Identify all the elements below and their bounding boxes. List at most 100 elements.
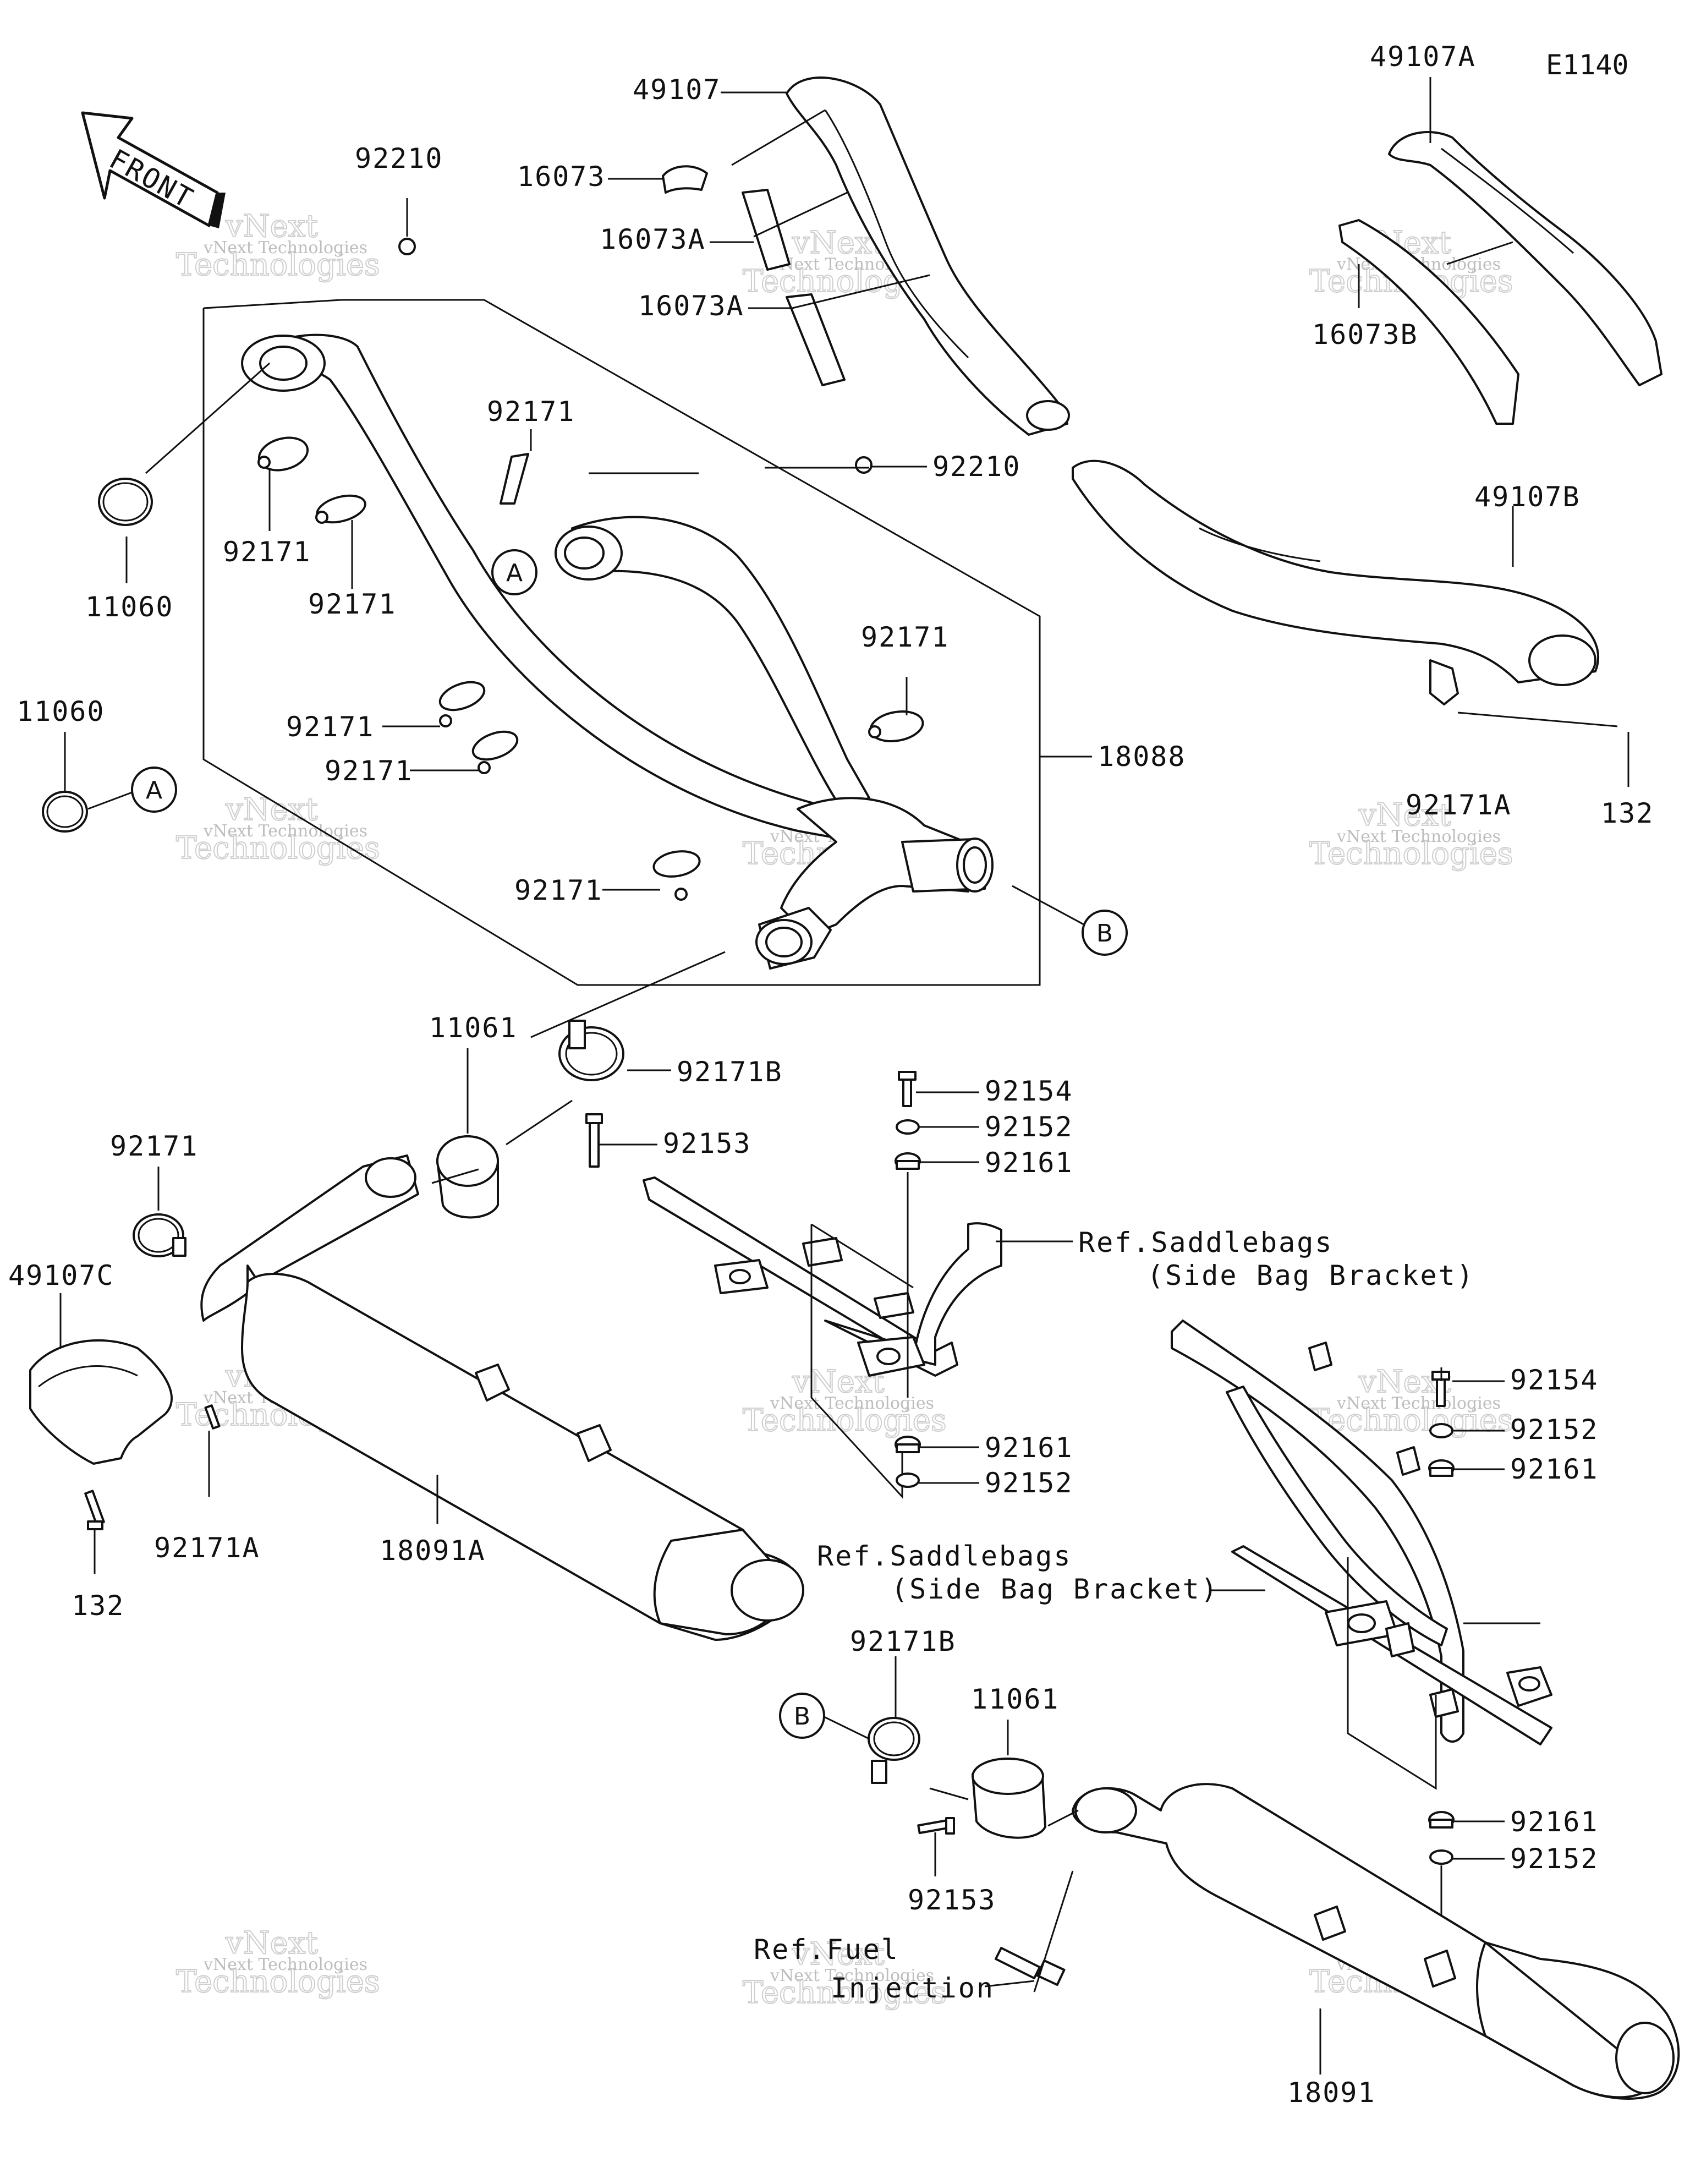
callout-b-1: B — [1082, 910, 1128, 956]
saddlebag-bracket-right — [1171, 1320, 1552, 1790]
part-label: 132 — [1601, 797, 1654, 829]
watermark-text-large: Technologies — [176, 1964, 380, 2000]
watermark-text-large: vNext — [792, 1936, 885, 1972]
watermark-text: vNext Technologies — [770, 1394, 934, 1413]
watermark-text-large: Technologies — [1309, 1403, 1513, 1438]
watermark-text-large: Technologies — [1309, 836, 1513, 872]
part-label: 92161 — [985, 1432, 1073, 1464]
o2-sensor — [995, 1947, 1066, 1986]
watermark-text-large: Technologies — [176, 830, 380, 866]
muffler-18091a — [200, 1154, 804, 1641]
part-label: 16073B — [1312, 319, 1418, 351]
ref-fuel-detail: Injection — [831, 1972, 995, 2004]
leader-lines — [59, 77, 1629, 2074]
watermarks: vNext Technologies vNext Technologies vN… — [175, 208, 1514, 2011]
part-label: 92171A — [1406, 789, 1512, 821]
header-flange-rear — [241, 335, 326, 392]
washer-92152-center-top — [896, 1119, 920, 1135]
part-label: 92171 — [286, 711, 375, 743]
part-label: 92171 — [487, 396, 575, 428]
washer-92152-right-bottom — [1429, 1849, 1453, 1865]
clamp-92171-icon — [438, 681, 486, 727]
heat-shield-strip-16073a-2 — [786, 293, 846, 386]
callout-a-2: A — [131, 767, 177, 813]
assembly-outline-18088 — [202, 299, 1041, 986]
watermark-text: vNext Technologies — [1336, 827, 1501, 846]
ref-saddlebags-1: Ref.Saddlebags — [1078, 1227, 1333, 1258]
part-label: 92171B — [850, 1625, 956, 1657]
front-arrow-icon: FRONT — [81, 111, 226, 228]
clamp-92171-icon — [315, 494, 366, 524]
watermark: vNext Technologies vNext Technologies — [1309, 797, 1514, 872]
part-label: 92161 — [1510, 1806, 1599, 1838]
heat-shield-49107b — [1072, 459, 1599, 705]
watermark: vNext Technologies vNext Technologies — [175, 1925, 381, 2000]
header-flange-front — [555, 526, 623, 581]
watermark: vNext Technologies vNext Technologies — [742, 1364, 947, 1439]
bolt-92153-lower — [917, 1817, 955, 1835]
clamp-92171-icon — [652, 850, 701, 901]
sleeve-11061-lower — [972, 1758, 1046, 1839]
washer-92152-center-bottom — [896, 1473, 920, 1488]
bolt-92154-center — [898, 1071, 917, 1107]
nut-92161-right-top — [1428, 1459, 1455, 1477]
heat-shield-strip-16073b — [1338, 219, 1519, 425]
part-label: 49107A — [1370, 41, 1476, 73]
heat-shield-49107a — [1388, 131, 1662, 386]
nut-92161-center-bottom — [895, 1436, 921, 1453]
part-label: 11060 — [17, 696, 105, 727]
part-label: 16073A — [638, 290, 744, 322]
callout-a-label: A — [146, 776, 162, 804]
watermark-text: vNext Technologies — [203, 822, 367, 841]
nut-92210-icon — [855, 456, 873, 474]
part-label: 18091A — [380, 1535, 486, 1567]
leader-bracket-fasteners-right — [1347, 1557, 1437, 1790]
part-label: 11061 — [971, 1683, 1060, 1715]
part-label: 92171 — [325, 755, 413, 787]
heat-shield-49107 — [786, 76, 1070, 436]
ref-saddlebags-2-detail: (Side Bag Bracket) — [891, 1573, 1219, 1605]
clamp-92171-icon — [500, 453, 529, 505]
end-cap-49107c — [29, 1339, 221, 1465]
heat-shield-pad-16073 — [662, 165, 708, 194]
watermark-text-large: vNext — [225, 792, 318, 828]
part-label: 92210 — [355, 143, 443, 174]
part-label: 92161 — [1510, 1453, 1599, 1485]
part-label: 92161 — [985, 1147, 1073, 1179]
gasket-11060-2 — [42, 791, 88, 833]
clamp-92171-icon — [471, 730, 519, 774]
watermark: vNext Technologies vNext Technologies — [742, 1936, 947, 2011]
sleeve-11061-upper — [436, 1135, 499, 1219]
callout-b-label: B — [1096, 919, 1113, 948]
muffler-18091 — [1072, 1783, 1680, 2100]
watermark-text: vNext Technologies — [1336, 1394, 1501, 1413]
part-label: 92153 — [663, 1127, 751, 1159]
watermark-text-large: vNext — [1358, 797, 1451, 833]
gasket-11060-1 — [98, 478, 153, 526]
watermark: vNext Technologies vNext Technologies — [175, 791, 381, 867]
part-label: 92154 — [985, 1075, 1073, 1107]
part-label: 92152 — [985, 1467, 1073, 1499]
watermark: vNext Technologies vNext Technologies — [175, 208, 381, 283]
part-label: 92171B — [677, 1056, 783, 1088]
part-label: 92171 — [308, 588, 397, 620]
part-label: 132 — [72, 1590, 124, 1622]
nut-92161-center-top — [895, 1152, 921, 1170]
reference-labels: Ref.Saddlebags (Side Bag Bracket) Ref.Sa… — [754, 1227, 1475, 2004]
diagram-code: E1140 — [1546, 49, 1629, 81]
part-label: 92171 — [861, 621, 950, 653]
part-label: 18091 — [1287, 2077, 1376, 2109]
part-label: 18088 — [1098, 741, 1186, 773]
part-label: 92210 — [932, 451, 1021, 483]
front-label: FRONT — [104, 143, 199, 215]
watermark-text-large: Technologies — [176, 247, 380, 283]
part-label: 11061 — [429, 1012, 518, 1044]
ref-saddlebags-1-detail: (Side Bag Bracket) — [1147, 1260, 1475, 1291]
saddlebag-bracket-center — [643, 1176, 1002, 1499]
part-label: 92152 — [985, 1111, 1073, 1143]
ref-fuel: Ref.Fuel — [754, 1934, 899, 1966]
part-label: 92171 — [223, 536, 311, 568]
part-label: 92171 — [110, 1130, 199, 1162]
watermark-text-large: vNext — [225, 1925, 318, 1961]
